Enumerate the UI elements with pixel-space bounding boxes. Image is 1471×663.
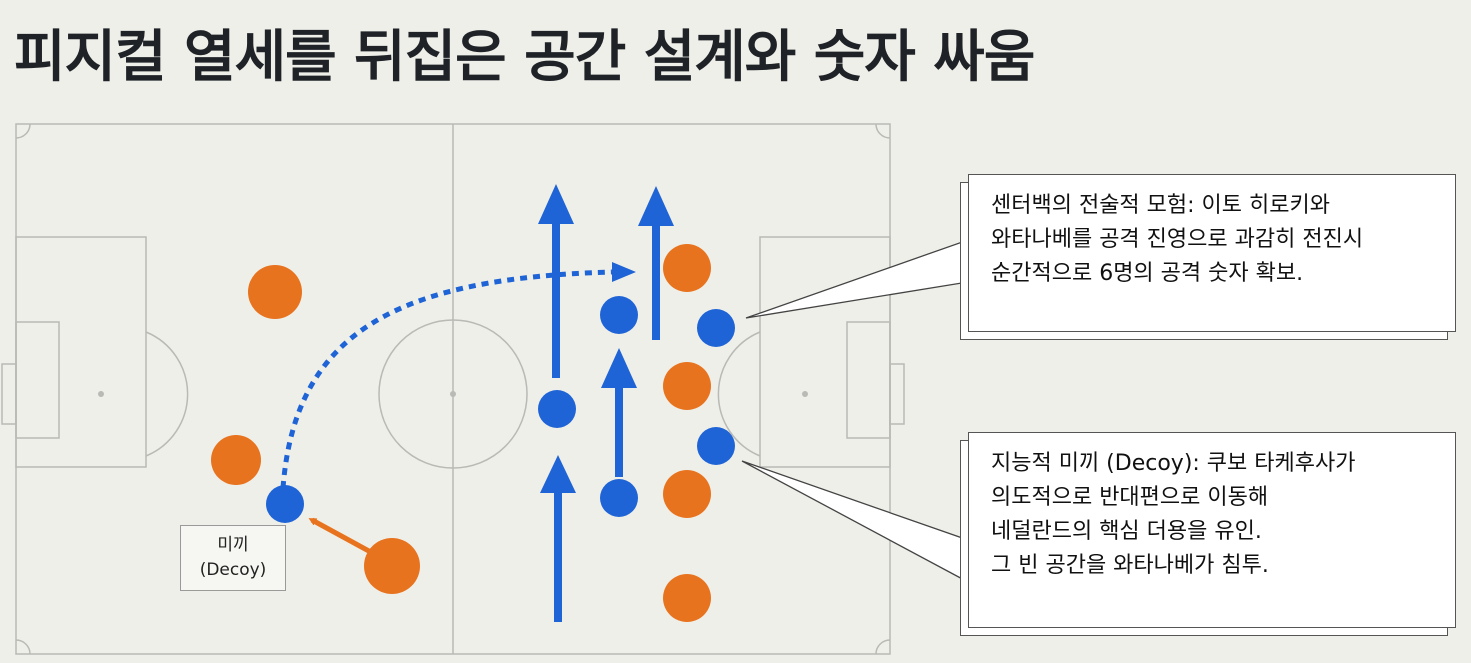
run-arrow-1-shaft	[552, 222, 560, 378]
corner-arc-br	[875, 639, 891, 655]
blue-players	[266, 296, 735, 523]
corner-arc-bl	[15, 639, 31, 655]
blue-player	[697, 427, 735, 465]
right-goal	[889, 363, 905, 425]
callout-line: 센터백의 전술적 모험: 이토 히로키와	[991, 193, 1330, 218]
run-arrow-4-shaft	[554, 490, 562, 622]
callout-line: 와타나베를 공격 진영으로 과감히 전진시	[991, 227, 1364, 252]
callout-pointer-top	[745, 239, 969, 319]
orange-players	[211, 244, 711, 622]
callout-line: 지능적 미끼 (Decoy): 쿠보 타케후사가	[991, 451, 1356, 476]
run-arrow-3-shaft	[615, 385, 623, 477]
center-circle	[378, 319, 528, 469]
callout-line: 순간적으로 6명의 공격 숫자 확보.	[991, 261, 1304, 286]
callout-pointers	[741, 239, 969, 584]
run-arrow-1-head	[538, 184, 574, 224]
blue-player-decoy	[266, 485, 304, 523]
left-goal	[1, 363, 17, 425]
pitch-lines	[1, 123, 905, 655]
decoy-label-line1: 미끼	[217, 535, 249, 555]
blue-forward-arrows	[538, 184, 674, 622]
right-penalty-spot	[802, 391, 808, 397]
left-penalty-arc	[145, 331, 189, 457]
center-spot	[450, 391, 456, 397]
callout-pointer-bottom	[741, 460, 969, 584]
orange-player	[663, 244, 711, 292]
orange-player	[663, 470, 711, 518]
left-penalty-box	[15, 236, 147, 468]
callout-line: 그 빈 공간을 와타나베가 침투.	[991, 553, 1269, 578]
orange-player	[248, 265, 302, 319]
decoy-label: 미끼 (Decoy)	[180, 525, 286, 591]
right-goal-box	[846, 321, 891, 439]
blue-player	[600, 296, 638, 334]
corner-arc-tl	[15, 123, 31, 139]
run-arrow-2-head	[638, 186, 674, 226]
right-penalty-box	[759, 236, 891, 468]
run-arrow-3-head	[601, 348, 637, 388]
left-penalty-spot	[98, 391, 104, 397]
decoy-label-line2: (Decoy)	[199, 560, 267, 580]
orange-press-arrow	[308, 517, 380, 559]
callout-decoy-run: 지능적 미끼 (Decoy): 쿠보 타케후사가 의도적으로 반대편으로 이동해…	[968, 432, 1456, 628]
blue-player	[697, 309, 735, 347]
corner-arc-tr	[875, 123, 891, 139]
callout-line: 의도적으로 반대편으로 이동해	[991, 485, 1269, 510]
blue-player	[600, 479, 638, 517]
run-arrow-2-shaft	[652, 224, 660, 340]
page-title: 피지컬 열세를 뒤집은 공간 설계와 숫자 싸움	[14, 25, 1035, 90]
orange-player	[663, 362, 711, 410]
decoy-run-arrowhead	[612, 262, 636, 282]
run-arrow-4-head	[540, 455, 576, 493]
right-penalty-arc	[717, 331, 761, 457]
left-goal-box	[15, 321, 60, 439]
orange-player	[211, 435, 261, 485]
orange-player	[364, 538, 420, 594]
callout-line: 네덜란드의 핵심 더용을 유인.	[991, 519, 1262, 544]
decoy-run-dotted-path	[280, 269, 613, 489]
callout-centerback-advance: 센터백의 전술적 모험: 이토 히로키와 와타나베를 공격 진영으로 과감히 전…	[968, 174, 1456, 332]
orange-player	[663, 574, 711, 622]
blue-player	[538, 390, 576, 428]
